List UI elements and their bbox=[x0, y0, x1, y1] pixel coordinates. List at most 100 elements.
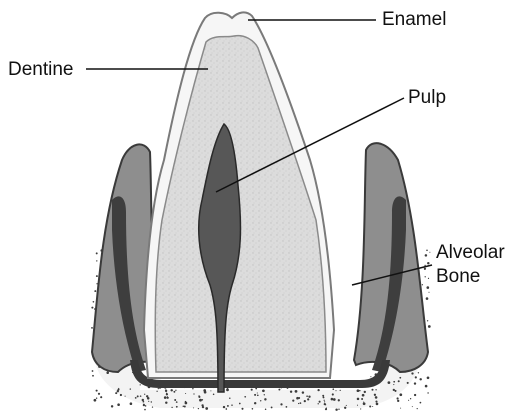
bone-speckle bbox=[400, 408, 401, 409]
enamel-label: Enamel bbox=[382, 9, 446, 31]
bone-speckle bbox=[170, 389, 172, 391]
bone-speckle bbox=[398, 380, 400, 382]
bone-speckle bbox=[359, 390, 361, 392]
bone-speckle bbox=[319, 401, 321, 403]
bone-speckle bbox=[202, 406, 204, 408]
bone-speckle bbox=[298, 403, 299, 404]
bone-speckle bbox=[418, 372, 419, 373]
bone-speckle bbox=[308, 396, 310, 398]
bone-speckle bbox=[226, 389, 229, 392]
bone-speckle bbox=[361, 398, 363, 400]
bone-speckle bbox=[92, 370, 94, 372]
bone-speckle bbox=[318, 403, 319, 404]
bone-speckle bbox=[357, 398, 360, 401]
bone-speckle bbox=[151, 401, 152, 402]
bone-speckle bbox=[374, 394, 376, 396]
bone-speckle bbox=[296, 397, 299, 400]
bone-speckle bbox=[91, 327, 93, 329]
bone-speckle bbox=[295, 390, 298, 393]
bone-speckle bbox=[254, 402, 256, 404]
bone-speckle bbox=[333, 398, 336, 401]
bone-speckle bbox=[369, 405, 371, 407]
bone-speckle bbox=[148, 401, 149, 402]
bone-speckle bbox=[96, 283, 97, 284]
bone-speckle bbox=[140, 384, 141, 385]
bone-speckle bbox=[335, 408, 337, 410]
bone-speckle bbox=[302, 391, 304, 393]
bone-speckle bbox=[292, 400, 294, 402]
bone-speckle bbox=[397, 397, 399, 399]
bone-speckle bbox=[346, 405, 347, 406]
bone-speckle bbox=[425, 254, 428, 257]
bone-speckle bbox=[198, 395, 200, 397]
bone-speckle bbox=[156, 391, 157, 392]
bone-speckle bbox=[257, 392, 258, 393]
bone-speckle bbox=[93, 301, 95, 303]
bone-speckle bbox=[198, 408, 199, 409]
bone-speckle bbox=[407, 382, 409, 384]
bone-speckle bbox=[399, 393, 402, 396]
bone-speckle bbox=[428, 292, 429, 293]
bone-speckle bbox=[364, 391, 366, 393]
bone-speckle bbox=[125, 396, 126, 397]
bone-speckle bbox=[145, 405, 147, 407]
bone-speckle bbox=[199, 399, 202, 402]
bone-speckle bbox=[165, 401, 167, 403]
bone-speckle bbox=[411, 372, 413, 374]
bone-speckle bbox=[332, 393, 334, 395]
bone-speckle bbox=[331, 398, 334, 401]
bone-speckle bbox=[408, 400, 409, 401]
bone-speckle bbox=[338, 408, 339, 409]
bone-speckle bbox=[426, 297, 429, 300]
bone-speckle bbox=[317, 389, 319, 391]
bone-speckle bbox=[357, 405, 358, 406]
bone-speckle bbox=[428, 325, 431, 328]
bone-speckle bbox=[410, 398, 411, 399]
bone-speckle bbox=[427, 262, 429, 264]
bone-speckle bbox=[375, 401, 377, 403]
bone-speckle bbox=[260, 400, 261, 401]
bone-speckle bbox=[167, 397, 169, 399]
bone-speckle bbox=[164, 396, 167, 399]
bone-speckle bbox=[183, 406, 185, 408]
bone-speckle bbox=[412, 406, 413, 407]
bone-speckle bbox=[425, 385, 428, 388]
bone-speckle bbox=[388, 381, 391, 384]
bone-speckle bbox=[372, 406, 373, 407]
bone-speckle bbox=[96, 252, 98, 254]
bone-speckle bbox=[111, 405, 113, 407]
bone-speckle bbox=[338, 399, 340, 401]
bone-speckle bbox=[184, 406, 186, 408]
bone-speckle bbox=[429, 252, 430, 253]
bone-speckle bbox=[335, 390, 336, 391]
bone-speckle bbox=[205, 407, 208, 410]
bone-speckle bbox=[371, 389, 373, 391]
bone-speckle bbox=[375, 389, 376, 390]
bone-speckle bbox=[130, 388, 131, 389]
bone-speckle bbox=[98, 393, 100, 395]
bone-speckle bbox=[376, 403, 379, 406]
bone-speckle bbox=[304, 400, 306, 402]
bone-speckle bbox=[244, 396, 246, 398]
bone-speckle bbox=[340, 390, 341, 391]
bone-speckle bbox=[193, 393, 194, 394]
bone-speckle bbox=[399, 377, 401, 379]
bone-speckle bbox=[166, 393, 168, 395]
bone-speckle bbox=[262, 389, 265, 392]
bone-speckle bbox=[394, 390, 396, 392]
bone-speckle bbox=[424, 268, 426, 270]
bone-speckle bbox=[271, 406, 273, 408]
bone-speckle bbox=[286, 406, 288, 408]
bone-speckle bbox=[300, 402, 302, 404]
bone-speckle bbox=[100, 396, 102, 398]
bone-speckle bbox=[146, 395, 148, 397]
bone-speckle bbox=[264, 394, 265, 395]
bone-speckle bbox=[419, 378, 421, 380]
bone-speckle bbox=[135, 397, 137, 399]
bone-speckle bbox=[322, 395, 324, 397]
bone-speckle bbox=[325, 404, 326, 405]
bone-speckle bbox=[231, 404, 233, 406]
bone-speckle bbox=[426, 286, 429, 289]
bone-speckle bbox=[422, 284, 423, 285]
bone-speckle bbox=[165, 390, 167, 392]
